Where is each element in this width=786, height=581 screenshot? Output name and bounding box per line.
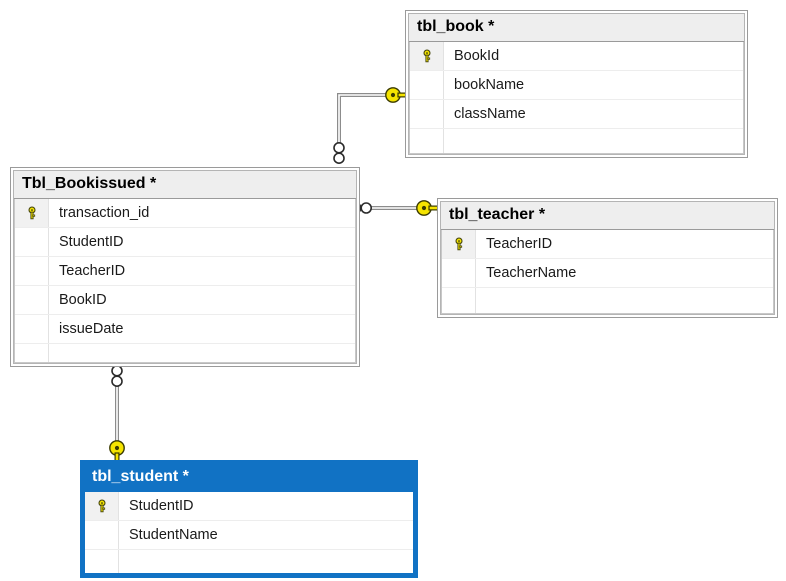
column-row[interactable]: StudentName [85,521,413,550]
column-key-cell [442,288,476,313]
column-row[interactable]: StudentID [15,228,355,257]
entity-inner: tbl_book * BookId bookName className [408,13,745,155]
primary-key-icon [410,42,444,70]
column-name: bookName [454,77,525,93]
column-row[interactable]: transaction_id [15,199,355,228]
column-key-cell [85,550,119,573]
column-key-cell [442,259,476,287]
column-key-cell [15,344,49,362]
entity-title-tbl_bookissued[interactable]: Tbl_Bookissued * [14,171,356,199]
column-name [444,129,743,153]
relationship-line-bookissued-book[interactable] [333,87,413,164]
column-key-cell [410,129,444,153]
column-row[interactable]: BookId [410,42,743,71]
column-key-cell [15,286,49,314]
column-row[interactable]: TeacherID [15,257,355,286]
column-row[interactable]: BookID [15,286,355,315]
infinity-symbol [333,142,345,164]
entity-columns: StudentID StudentName [84,492,414,574]
column-key-cell [15,228,49,256]
entity-table-tbl_book[interactable]: tbl_book * BookId bookName className [405,10,748,158]
entity-title-tbl_teacher[interactable]: tbl_teacher * [441,202,774,230]
entity-title-tbl_student[interactable]: tbl_student * [84,464,414,492]
entity-inner: tbl_student * StudentID StudentName [83,463,415,575]
entity-table-tbl_teacher[interactable]: tbl_teacher * TeacherID TeacherName [437,198,778,318]
column-key-cell [15,257,49,285]
column-name: TeacherName [486,265,577,281]
column-name: TeacherID [59,263,126,279]
column-row[interactable]: TeacherID [442,230,773,259]
empty-column-row[interactable] [85,550,413,573]
column-name [49,344,355,362]
primary-key-icon [15,199,49,227]
entity-columns: TeacherID TeacherName [441,230,774,314]
primary-key-icon [442,230,476,258]
column-name: StudentName [129,527,218,543]
column-name: StudentID [129,498,194,514]
column-row[interactable]: className [410,100,743,129]
column-key-cell [410,100,444,128]
column-name: TeacherID [486,236,553,252]
entity-title-tbl_book[interactable]: tbl_book * [409,14,744,42]
empty-column-row[interactable] [442,288,773,313]
column-name: BookId [454,48,500,64]
column-row[interactable]: bookName [410,71,743,100]
infinity-symbol [111,364,123,388]
column-row[interactable]: TeacherName [442,259,773,288]
entity-columns: BookId bookName className [409,42,744,154]
column-key-cell [15,315,49,343]
column-name [119,550,413,573]
entity-inner: tbl_teacher * TeacherID TeacherName [440,201,775,315]
column-row[interactable]: issueDate [15,315,355,344]
column-name: issueDate [59,321,124,337]
empty-column-row[interactable] [15,344,355,362]
column-name: transaction_id [59,205,150,221]
relationship-line-bookissued-teacher[interactable] [349,200,444,216]
column-name: StudentID [59,234,124,250]
empty-column-row[interactable] [410,129,743,153]
column-name: className [454,106,526,122]
column-key-cell [85,521,119,549]
column-key-cell [410,71,444,99]
relationship-line-bookissued-student[interactable] [109,364,125,468]
primary-key-icon [85,492,119,520]
column-name: BookID [59,292,107,308]
entity-table-tbl_student[interactable]: tbl_student * StudentID StudentName [80,460,418,578]
column-row[interactable]: StudentID [85,492,413,521]
column-name [476,288,773,313]
